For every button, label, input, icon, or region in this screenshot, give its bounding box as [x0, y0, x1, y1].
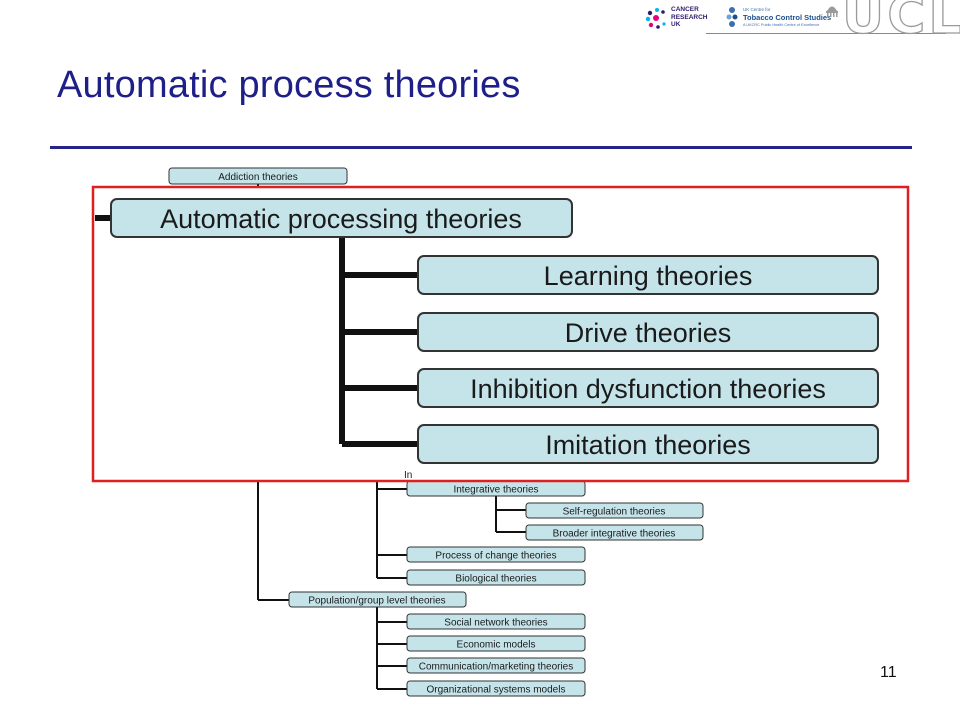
node-social-network-theories: Social network theories: [406, 613, 586, 630]
cancer-research-uk-logo: CANCER RESEARCH UK: [644, 4, 708, 32]
tobacco-control-studies-logo: UK Centre for Tobacco Control Studies A …: [725, 4, 831, 32]
zoom-highlight-panel: In Automatic processing theories Learnin…: [91, 185, 910, 483]
cancer-research-mark-icon: [645, 8, 666, 29]
tcs-tagline: A UKCRC Public Health Centre of Excellen…: [743, 23, 820, 27]
cancer-research-wordmark: CANCER RESEARCH UK: [671, 6, 715, 29]
node-communication-marketing-theories-label: Communication/marketing theories: [419, 662, 574, 673]
node-addiction-theories: Addiction theories: [168, 167, 348, 185]
node-integrative-theories: Integrative theories: [406, 480, 586, 497]
page-number: 11: [880, 664, 897, 681]
node-self-regulation-theories: Self-regulation theories: [525, 502, 704, 519]
node-integrative-theories-label: Integrative theories: [453, 485, 538, 496]
ucl-dome-icon: [826, 6, 838, 17]
tcs-prefix: UK Centre for: [743, 7, 771, 12]
node-population-group-level-theories-label: Population/group level theories: [308, 596, 445, 607]
cr-line-3: UK: [671, 21, 681, 28]
zoom-node-imitation-theories-label: Imitation theories: [545, 430, 751, 460]
node-broader-integrative-theories: Broader integrative theories: [525, 524, 704, 541]
node-addiction-theories-label: Addiction theories: [218, 172, 298, 183]
zoom-node-learning-theories-label: Learning theories: [544, 261, 753, 291]
node-organizational-systems-models-label: Organizational systems models: [427, 685, 566, 696]
zoom-node-learning-theories: Learning theories: [417, 255, 879, 295]
node-economic-models-label: Economic models: [457, 640, 536, 651]
cr-line-1: CANCER: [671, 6, 699, 13]
node-social-network-theories-label: Social network theories: [444, 618, 547, 629]
node-self-regulation-theories-label: Self-regulation theories: [563, 507, 666, 518]
zoom-node-automatic-processing-theories-label: Automatic processing theories: [160, 204, 522, 234]
partial-hidden-node-label: In: [404, 470, 412, 481]
zoom-node-drive-theories: Drive theories: [417, 312, 879, 352]
tcs-name: Tobacco Control Studies: [743, 13, 832, 22]
zoom-node-automatic-processing-theories: Automatic processing theories: [110, 198, 573, 238]
node-communication-marketing-theories: Communication/marketing theories: [406, 657, 586, 674]
title-divider: [50, 146, 912, 149]
zoom-node-drive-theories-label: Drive theories: [565, 318, 732, 348]
zoom-node-inhibition-dysfunction-theories-label: Inhibition dysfunction theories: [470, 374, 826, 404]
node-biological-theories: Biological theories: [406, 569, 586, 586]
logo-bar: CANCER RESEARCH UK UK Centre for Tobacco…: [610, 0, 960, 47]
tobacco-control-mark-icon: [726, 7, 738, 27]
logo-underline: [706, 33, 946, 34]
slide-title: Automatic process theories: [57, 64, 521, 106]
zoom-connectors: [95, 215, 418, 447]
node-economic-models: Economic models: [406, 635, 586, 652]
node-population-group-level-theories: Population/group level theories: [288, 591, 467, 608]
node-biological-theories-label: Biological theories: [455, 574, 536, 585]
node-process-of-change-theories-label: Process of change theories: [435, 551, 556, 562]
node-process-of-change-theories: Process of change theories: [406, 546, 586, 563]
zoom-node-imitation-theories: Imitation theories: [417, 424, 879, 464]
node-broader-integrative-theories-label: Broader integrative theories: [553, 529, 676, 540]
node-organizational-systems-models: Organizational systems models: [406, 680, 586, 697]
zoom-node-inhibition-dysfunction-theories: Inhibition dysfunction theories: [417, 368, 879, 408]
cr-line-2: RESEARCH: [671, 13, 708, 21]
ucl-wordmark: UCL: [841, 0, 960, 47]
